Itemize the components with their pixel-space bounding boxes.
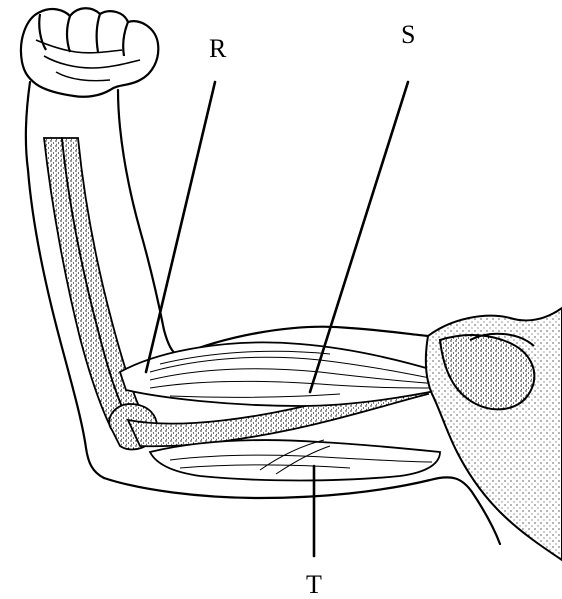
label-t: T — [306, 572, 322, 598]
label-s: S — [401, 22, 415, 48]
fist — [21, 8, 158, 97]
label-r: R — [209, 36, 226, 62]
shoulder-scapula — [426, 308, 562, 560]
pointer-line-s — [310, 82, 408, 392]
pointer-lines — [146, 82, 408, 556]
pointer-line-r — [146, 82, 215, 372]
triceps-muscle — [150, 440, 440, 481]
forearm-bones — [44, 138, 157, 450]
